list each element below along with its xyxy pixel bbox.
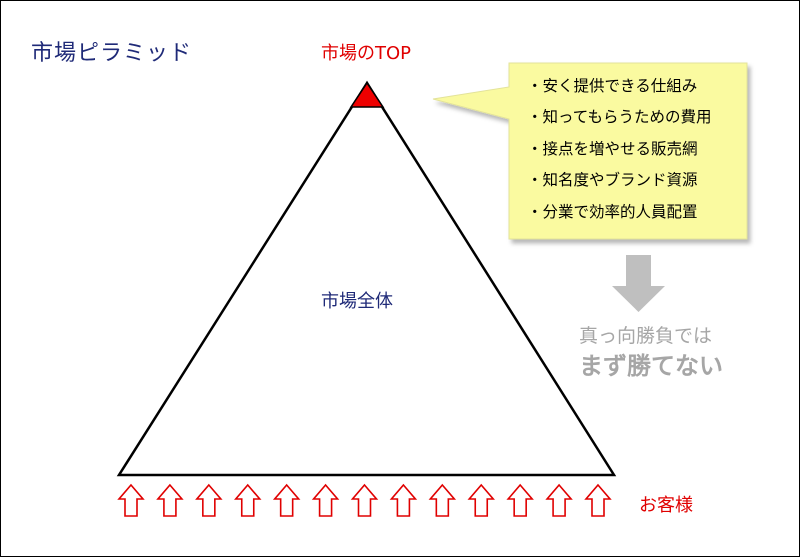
caption-line-1: 真っ向勝負では (579, 325, 713, 347)
up-arrow-icon (506, 483, 534, 517)
callout-list: ・安く提供できる仕組み ・知ってもらうための費用 ・接点を増やせる販売網 ・知名… (509, 63, 749, 239)
up-arrow-icon (311, 483, 340, 517)
customer-arrows (117, 483, 612, 517)
up-arrow-icon (195, 483, 223, 517)
up-arrow-icon (467, 483, 495, 517)
pyramid-top-label: 市場のTOP (320, 43, 412, 64)
callout-bubble (432, 62, 748, 240)
up-arrow-icon (584, 483, 612, 517)
up-arrow-icon (389, 483, 418, 517)
up-arrow-icon (156, 483, 184, 517)
up-arrow-icon (350, 483, 379, 517)
up-arrow-icon (545, 483, 573, 517)
callout-item: ・分業で効率的人員配置 (527, 202, 698, 221)
up-arrow-icon (272, 483, 301, 517)
caption-line-2: まず勝てない (579, 352, 723, 380)
page-title: 市場ピラミッド (31, 41, 193, 66)
market-pyramid (116, 80, 617, 477)
up-arrow-icon (428, 483, 457, 517)
down-arrow-icon (612, 255, 665, 312)
up-arrow-icon (117, 483, 145, 517)
pyramid-top-segment (349, 81, 385, 108)
callout-item: ・安く提供できる仕組み (527, 77, 698, 95)
callout-item: ・接点を増やせる販売網 (527, 139, 698, 158)
callout-item: ・知名度やブランド資源 (527, 171, 698, 190)
up-arrow-icon (234, 483, 262, 517)
callout-item: ・知ってもらうための費用 (527, 108, 712, 127)
customers-label: お客様 (639, 495, 693, 516)
pyramid-body-label: 市場全体 (321, 291, 393, 312)
